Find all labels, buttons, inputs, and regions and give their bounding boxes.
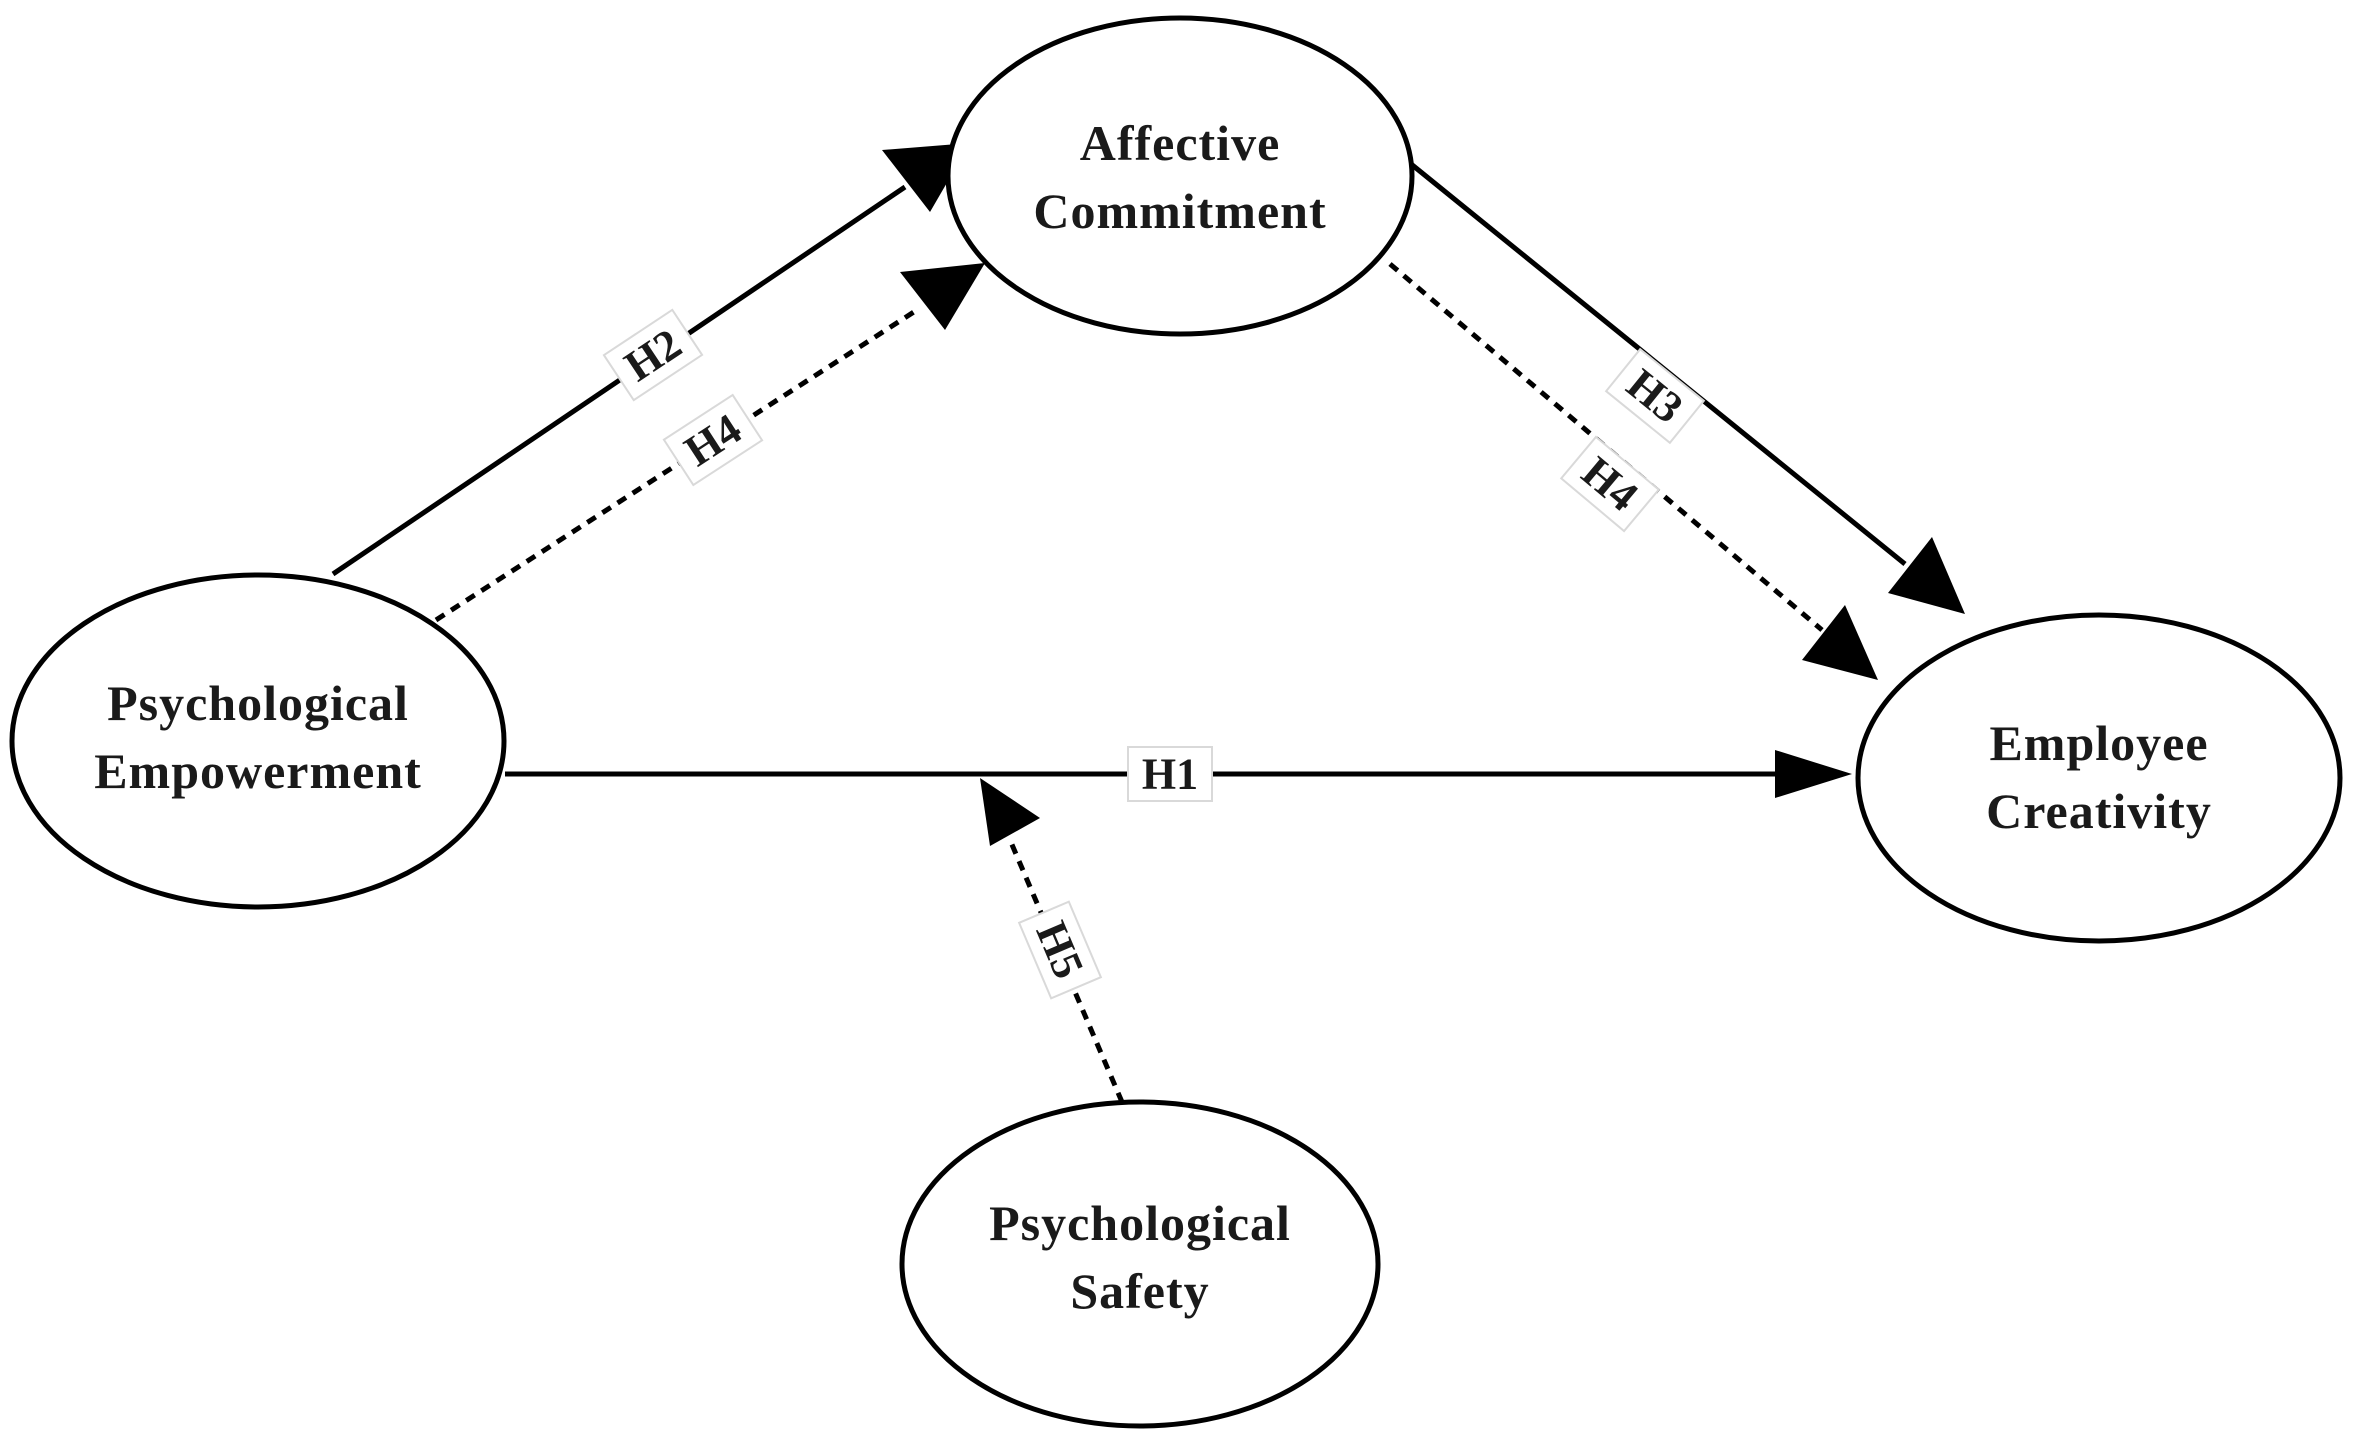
edge-h2-line [331,184,907,577]
edge-h2-label: H2 [602,308,704,402]
node-affective-commitment-line-1: Affective [1080,115,1281,171]
svg-text:H1: H1 [1142,750,1198,799]
edge-h4b-label: H4 [1559,435,1661,533]
edge-h3-arrowhead [1888,537,1965,614]
edge-h3-label: H3 [1604,347,1706,445]
edge-h4a-arrowhead [900,263,985,330]
edge-h4b-line [1388,262,1824,632]
edge-h4a-line [434,305,922,623]
edge-h5-label: H5 [1017,900,1103,1000]
node-psychological-empowerment: Psychological Empowerment [9,572,507,910]
edge-h4a-label: H4 [662,393,764,487]
node-employee-creativity-line-2: Creativity [1986,783,2212,839]
edge-h4b-arrowhead [1802,605,1878,680]
edge-h5-arrowhead [980,778,1040,846]
node-psychological-safety: Psychological Safety [899,1099,1381,1429]
node-employee-creativity-line-1: Employee [1989,715,2208,771]
node-employee-creativity: Employee Creativity [1855,612,2343,944]
node-affective-commitment-line-2: Commitment [1033,183,1326,239]
edge-h1-arrowhead [1775,750,1852,798]
edge-h1-label: H1 [1127,746,1213,802]
edge-h5-line [1007,839,1125,1103]
node-psychological-safety-line-1: Psychological [989,1195,1291,1251]
node-psychological-empowerment-line-2: Empowerment [94,743,422,799]
node-psychological-empowerment-line-1: Psychological [107,675,409,731]
node-affective-commitment: Affective Commitment [945,15,1415,337]
node-psychological-safety-line-2: Safety [1070,1263,1209,1319]
